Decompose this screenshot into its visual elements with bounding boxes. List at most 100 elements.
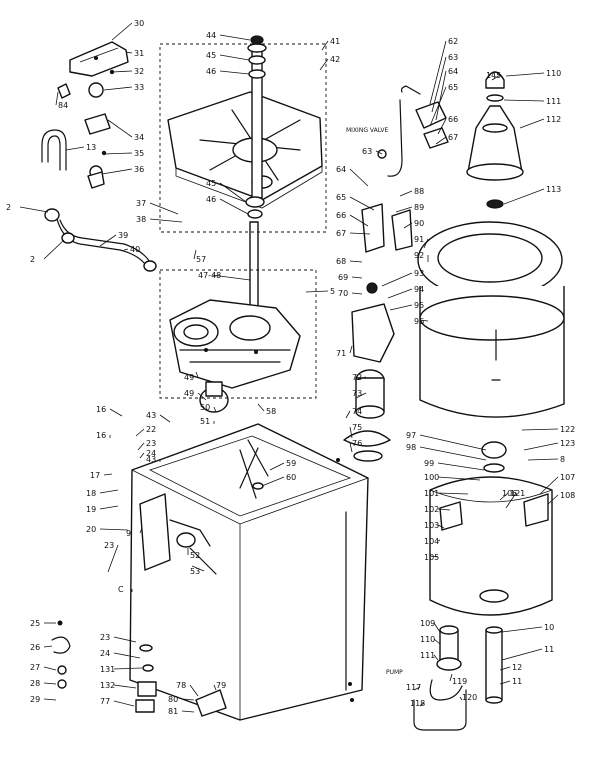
part-callout-number: 39 xyxy=(118,231,128,240)
part-callout-number: 63 xyxy=(448,53,458,62)
callout-leader xyxy=(349,168,369,187)
callout-leader xyxy=(123,248,129,251)
callout-leader xyxy=(219,54,250,61)
part-callout-number: 95 xyxy=(414,301,424,310)
part-callout-number: 132 xyxy=(100,681,115,690)
part-callout-number: 145 xyxy=(486,71,501,80)
callout-leader xyxy=(43,698,57,701)
part-callout-number: 33 xyxy=(134,83,144,92)
callout-leader xyxy=(435,70,447,121)
callout-leader xyxy=(539,476,559,495)
part-callout-number: 12 xyxy=(512,663,522,672)
part-callout-number: 37 xyxy=(136,199,146,208)
basket xyxy=(429,441,553,616)
callout-leader xyxy=(191,565,205,572)
part-callout-number: 2 xyxy=(6,203,11,212)
part-callout-number: 117 xyxy=(406,683,421,692)
callout-leader xyxy=(523,442,559,451)
part-callout-number: 84 xyxy=(58,101,68,110)
part-callout-number: 26 xyxy=(30,643,40,652)
part-callout-number: 58 xyxy=(266,407,276,416)
part-callout-number: 25 xyxy=(30,619,40,628)
part-callout-number: 97 xyxy=(406,431,416,440)
part-callout-number: 64 xyxy=(336,165,346,174)
part-callout-number: 46 xyxy=(206,67,216,76)
callout-leader xyxy=(349,196,375,211)
part-callout-number: 110 xyxy=(420,635,435,644)
callout-leader xyxy=(113,652,141,659)
part-callout-number: 51 xyxy=(200,417,210,426)
motor-assembly xyxy=(336,282,395,691)
part-callout-number: 43 xyxy=(146,455,156,464)
part-callout-number: 106 xyxy=(502,489,517,498)
part-callout-number: 76 xyxy=(352,439,362,448)
part-callout-number: 120 xyxy=(462,693,477,702)
part-callout-number: 16 xyxy=(96,431,106,440)
callout-leader xyxy=(419,319,429,322)
part-callout-number: 49 xyxy=(184,373,194,382)
part-callout-number: 69 xyxy=(338,273,348,282)
part-callout-number: 94 xyxy=(414,285,424,294)
mixing-valve-note: MIXING VALVE xyxy=(346,127,388,134)
part-callout-number: 104 xyxy=(424,537,439,546)
callout-leader xyxy=(193,249,197,260)
callout-leader xyxy=(305,290,329,293)
callout-leader xyxy=(125,51,133,54)
callout-leader xyxy=(319,58,329,71)
part-callout-number: 2 xyxy=(30,255,35,264)
callout-leader xyxy=(99,489,119,494)
part-callout-number: 60 xyxy=(286,473,296,482)
callout-leader xyxy=(321,40,329,51)
callout-leader xyxy=(211,274,251,281)
part-callout-number: 47-48 xyxy=(198,271,221,280)
part-callout-number: 18 xyxy=(86,489,96,498)
part-callout-number: 34 xyxy=(134,133,144,142)
callout-leader xyxy=(99,505,119,510)
callout-leader xyxy=(491,74,501,81)
callout-leader xyxy=(419,434,487,451)
callout-leader xyxy=(503,99,545,102)
callout-leader xyxy=(349,260,363,263)
callout-leader xyxy=(501,626,543,633)
callout-leader xyxy=(521,428,559,431)
callout-leader xyxy=(527,458,559,461)
callout-leader xyxy=(381,272,413,287)
callout-leader xyxy=(437,539,441,542)
part-callout-number: 96 xyxy=(414,317,424,326)
small-fittings xyxy=(57,69,115,189)
callout-leader xyxy=(139,527,143,534)
callout-leader xyxy=(375,150,383,155)
part-callout-number: 100 xyxy=(424,473,439,482)
callout-leader xyxy=(433,638,441,645)
callout-leader xyxy=(351,276,363,279)
leader-lines xyxy=(19,22,559,713)
callout-leader xyxy=(103,86,133,91)
callout-leader xyxy=(219,70,250,75)
callout-leader xyxy=(519,118,545,129)
part-callout-number: 38 xyxy=(136,215,146,224)
part-callout-number: 65 xyxy=(448,83,458,92)
part-callout-number: 66 xyxy=(448,115,458,124)
callout-leader xyxy=(213,684,217,691)
callout-leader xyxy=(437,118,447,135)
part-callout-number: 73 xyxy=(352,389,362,398)
part-callout-number: C xyxy=(118,585,124,594)
part-callout-number: 102 xyxy=(424,505,439,514)
part-callout-number: 28 xyxy=(30,679,40,688)
part-callout-number: 36 xyxy=(134,165,144,174)
part-callout-number: 70 xyxy=(338,289,348,298)
callout-leader xyxy=(433,622,441,633)
callout-leader xyxy=(219,182,247,203)
part-callout-number: 57 xyxy=(196,255,206,264)
part-callout-number: 64 xyxy=(448,67,458,76)
part-callout-number: 90 xyxy=(414,219,424,228)
callout-leader xyxy=(403,222,413,229)
part-callout-number: 9 xyxy=(126,529,131,538)
callout-leader xyxy=(423,238,429,249)
part-callout-number: 107 xyxy=(560,473,575,482)
part-callout-number: 30 xyxy=(134,19,144,28)
callout-leader xyxy=(111,70,133,73)
callout-leader xyxy=(345,410,351,419)
part-callout-number: 118 xyxy=(410,699,425,708)
